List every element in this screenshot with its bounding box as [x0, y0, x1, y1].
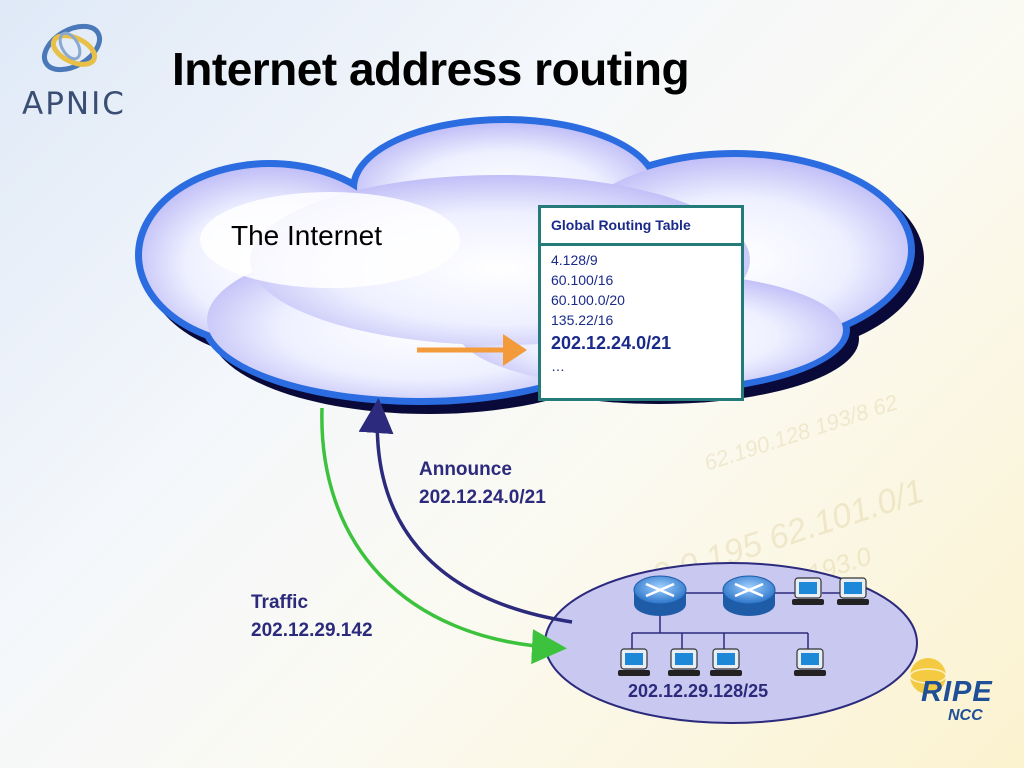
announce-label: Announce 202.12.24.0/21 — [419, 456, 546, 512]
subnet-label: 202.12.29.128/25 — [628, 681, 769, 701]
cloud-highlight — [200, 192, 460, 288]
routing-table-body: 4.128/9 60.100/16 60.100.0/20 135.22/16 … — [541, 246, 741, 376]
traffic-title: Traffic — [251, 592, 309, 613]
route-entry: 60.100/16 — [551, 272, 614, 288]
routing-table: Global Routing Table 4.128/9 60.100/16 6… — [538, 205, 744, 401]
announce-arrow — [358, 398, 573, 624]
computer-icon — [618, 648, 650, 676]
computer-icon — [792, 577, 824, 605]
computer-icon — [668, 648, 700, 676]
router-icon — [722, 575, 776, 616]
apnic-logo-text: APNIC — [22, 86, 126, 122]
apnic-logo-icon — [42, 23, 102, 73]
traffic-label: Traffic 202.12.29.142 — [251, 589, 373, 645]
traffic-address: 202.12.29.142 — [251, 620, 373, 641]
orange-arrow — [417, 334, 527, 366]
computer-icon — [837, 577, 869, 605]
routing-table-header: Global Routing Table — [541, 208, 741, 246]
ripe-globe-icon — [909, 658, 947, 694]
cloud-label: The Internet — [231, 220, 382, 251]
ripe-logo-subtext: NCC — [948, 707, 983, 724]
route-entry-highlight: 202.12.24.0/21 — [551, 333, 672, 353]
traffic-arrow — [320, 407, 567, 665]
announce-prefix: 202.12.24.0/21 — [419, 487, 546, 508]
router-icon — [633, 575, 687, 616]
route-entry: 60.100.0/20 — [551, 292, 625, 308]
route-entry-more: … — [551, 358, 565, 374]
computer-icon — [794, 648, 826, 676]
computer-icon — [710, 648, 742, 676]
ripe-logo-text: RIPE — [921, 676, 993, 708]
route-entry: 135.22/16 — [551, 312, 614, 328]
announce-title: Announce — [419, 459, 512, 480]
route-entry: 4.128/9 — [551, 252, 598, 268]
page-title: Internet address routing — [172, 43, 690, 95]
